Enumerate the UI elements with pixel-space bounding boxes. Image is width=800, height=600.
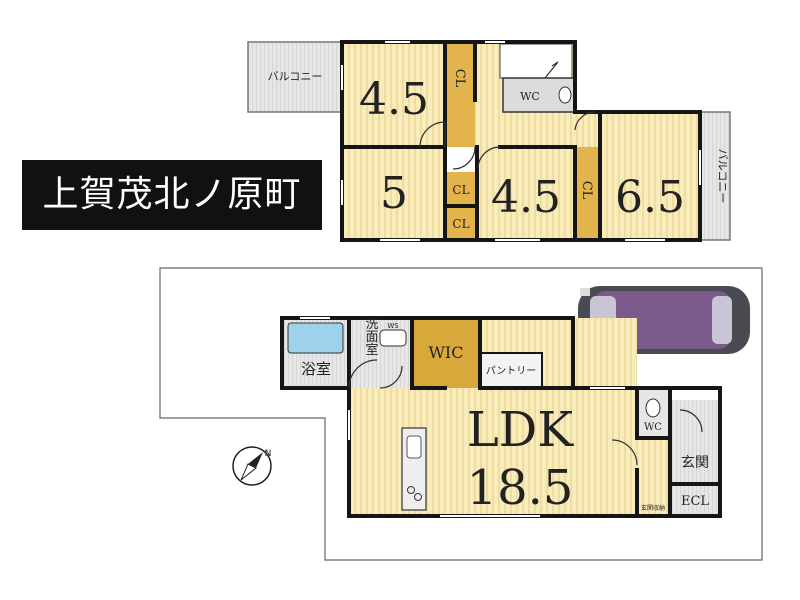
- closet-small-b-label: CL: [452, 217, 469, 231]
- wash: [349, 318, 412, 388]
- balcony-left-label: バルコニー: [268, 70, 323, 83]
- ecl-label: ECL: [681, 494, 709, 509]
- ecl: [670, 484, 720, 516]
- toilet-2f-icon: [558, 86, 572, 104]
- wash-basin: [379, 329, 407, 347]
- porch: [670, 400, 720, 438]
- walls-2f: [340, 40, 702, 242]
- doors-2f: [419, 61, 596, 170]
- closet-top-label: CL: [452, 69, 467, 88]
- entrance-label: 玄関: [681, 454, 709, 471]
- wc-1f-label: WC: [644, 422, 662, 433]
- title-banner: [22, 160, 322, 230]
- entrance: [670, 438, 720, 484]
- page-title: 上賀茂北ノ原町: [42, 174, 302, 215]
- bath-label: 浴室: [301, 360, 331, 378]
- balcony-left: [247, 41, 343, 113]
- windows-1f: [300, 317, 625, 517]
- kitchen-counter: [401, 427, 427, 511]
- room-4-5-mid: [477, 147, 575, 240]
- compass-icon: [232, 446, 272, 486]
- closet-tall-label: CL: [579, 181, 594, 200]
- wash-label: 洗面室: [363, 317, 379, 356]
- ws-label: WS: [387, 322, 399, 330]
- closet-top: [445, 42, 475, 147]
- balcony-right: [699, 111, 731, 241]
- room-5-label: 5: [380, 168, 408, 219]
- stairs: [499, 43, 573, 79]
- wic-label: WIC: [428, 343, 463, 362]
- walls-1f: [280, 316, 722, 518]
- closet-tall: [575, 147, 600, 240]
- compass-label: N: [265, 449, 272, 459]
- room-6-5-label: 6.5: [615, 172, 685, 223]
- entrance-hall: [637, 438, 670, 516]
- pantry: [479, 352, 543, 389]
- ldk-label: LDK: [467, 402, 574, 458]
- lot-outline: [159, 267, 763, 561]
- toilet-1f-icon: [645, 398, 661, 418]
- ldk-right-strip: [573, 318, 637, 388]
- balcony-right-label: バルコニー: [716, 149, 729, 204]
- ldk: [349, 388, 637, 516]
- wc-2f-label: WC: [520, 90, 540, 103]
- closet-small-b: [445, 206, 477, 240]
- room-5: [342, 147, 445, 240]
- doors-1f: [348, 359, 703, 466]
- entrance-storage-label: 玄関収納: [641, 504, 665, 512]
- closet-small-a: [445, 172, 477, 206]
- room-6-5: [600, 112, 700, 240]
- room-4-5-mid-label: 4.5: [491, 172, 561, 223]
- ldk-size-label: 18.5: [467, 460, 574, 516]
- pantry-label: パントリー: [486, 365, 537, 377]
- windows-2f: [341, 41, 701, 241]
- wic: [412, 318, 480, 388]
- room-4-5-top-label: 4.5: [359, 74, 429, 125]
- closet-small-a-label: CL: [452, 183, 469, 197]
- bath-tub: [287, 322, 344, 354]
